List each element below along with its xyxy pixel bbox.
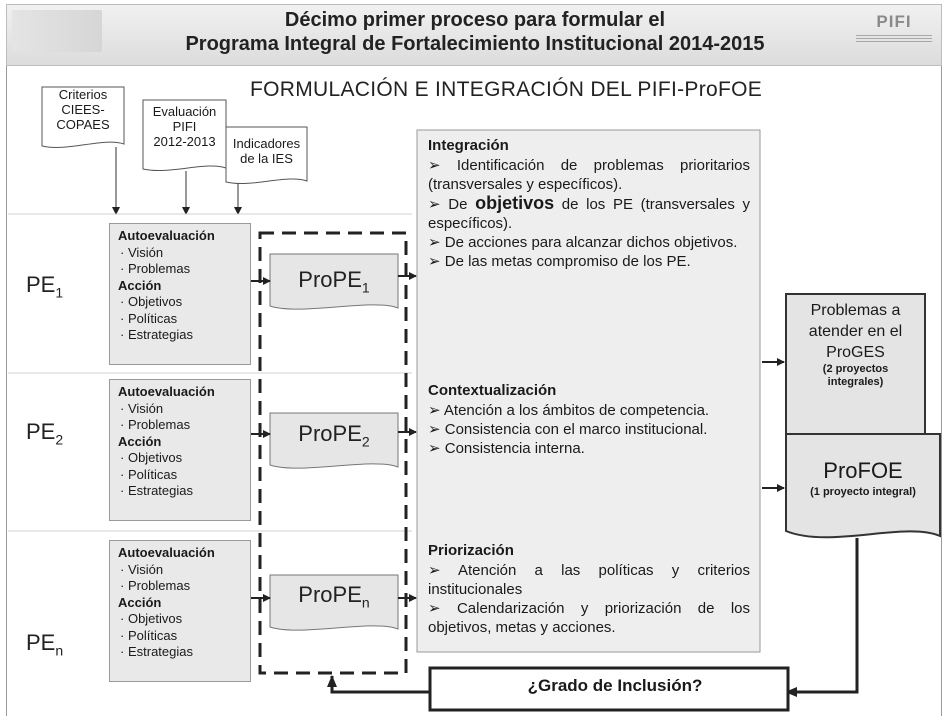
section-contextualizacion: Contextualización ➢ Atención a los ámbit… (428, 381, 750, 458)
prope-banner-1 (269, 253, 399, 310)
pe-label-1: PE1 (26, 272, 64, 301)
emphasized-word: objetivos (475, 193, 555, 213)
title-line-1: Décimo primer proceso para formular el (284, 9, 666, 31)
list-item: ➢ De las metas compromiso de los PE. (428, 253, 691, 270)
pe-box-2: Autoevaluación · Visión · Problemas Acci… (109, 379, 251, 521)
list-item: ➢ Calendarización y priorización de los … (428, 600, 750, 636)
list-item: ➢ Atención a las políticas y criterios i… (428, 562, 750, 598)
slide-title: Décimo primer proceso para formular el P… (120, 8, 830, 56)
prope-label-2: ProPE2 (298, 421, 370, 450)
left-logo (12, 10, 102, 52)
pe-label-n: PEn (26, 630, 64, 659)
input-doc-indicadores: Indicadores de la IES (232, 136, 301, 166)
section-title: Contextualización (428, 382, 557, 399)
prope-banner-2 (269, 412, 399, 469)
profoe-output-shape (785, 433, 941, 539)
frame-left (6, 66, 7, 716)
grado-inclusion-label: ¿Grado de Inclusión? (527, 676, 703, 695)
input-doc-criterios: Criterios CIEES- COPAES (56, 87, 110, 132)
pe-label-2: PE2 (26, 419, 64, 448)
pifi-logo-text: PIFI (876, 12, 912, 31)
center-process-box (416, 129, 761, 653)
section-integracion: Integración ➢ Identificación de problema… (428, 136, 750, 271)
title-line-2: Programa Integral de Fortalecimiento Ins… (185, 33, 765, 55)
prope-dashed-group (258, 231, 408, 675)
list-item: ➢ Consistencia con el marco instituciona… (428, 421, 708, 438)
input-doc-evaluacion: Evaluación PIFI 2012-2013 (152, 104, 217, 149)
list-item: ➢ Consistencia interna. (428, 440, 585, 457)
header-bar (6, 4, 942, 66)
doc-shape-criterios (41, 86, 125, 148)
prope-label-n: ProPEn (298, 582, 370, 611)
profoe-output-text: ProFOE (1 proyecto integral) (810, 458, 916, 498)
doc-shape-indicadores (225, 126, 308, 185)
main-title: FORMULACIÓN E INTEGRACIÓN DEL PIFI-ProFO… (250, 78, 763, 101)
list-item: ➢ De acciones para alcanzar dichos objet… (428, 234, 738, 251)
section-priorizacion: Priorización ➢ Atención a las políticas … (428, 541, 750, 637)
proges-output-text: Problemas a atender en el ProGES (2 proy… (808, 302, 903, 388)
profoe-to-grado-arrow (785, 538, 859, 697)
prope-label-1: ProPE1 (298, 267, 370, 296)
prope-banner-n (269, 574, 399, 631)
pifi-logo: PIFI (852, 8, 936, 58)
section-title: Integración (428, 137, 509, 154)
list-item: ➢ Identificación de problemas prioritari… (428, 157, 750, 193)
pe-box-1: Autoevaluación · Visión · Problemas Acci… (109, 223, 251, 365)
grado-to-pe-arrow (327, 675, 430, 694)
grado-box (428, 666, 790, 712)
frame-right (941, 66, 942, 716)
list-item: ➢ De objetivos de los PE (transversales … (428, 193, 750, 233)
list-item: ➢ Atención a los ámbitos de competencia. (428, 402, 710, 419)
pifi-logo-caption (856, 35, 932, 44)
pe-box-n: Autoevaluación · Visión · Problemas Acci… (109, 540, 251, 682)
section-title: Priorización (428, 542, 514, 559)
